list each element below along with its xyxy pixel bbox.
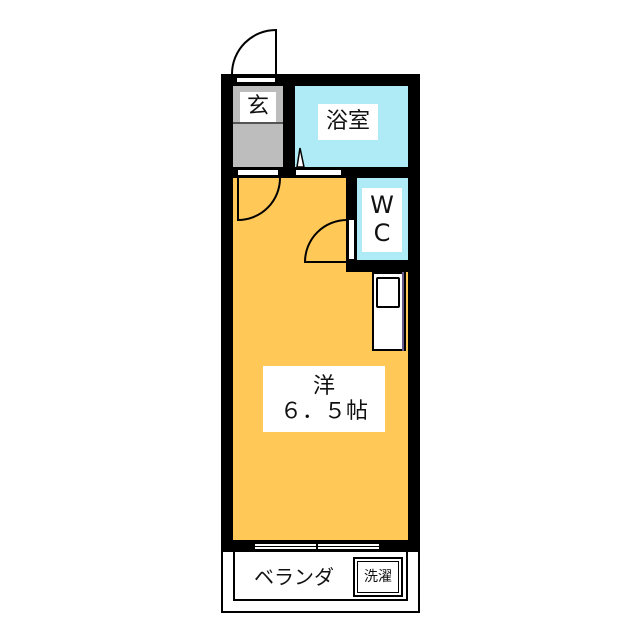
wall-entrance-bath [283,86,295,178]
western-room-size: ６．５帖 [279,399,368,424]
outer-wall-right [408,74,420,552]
entrance-step-line [233,122,283,124]
kitchen-edge-line [402,272,404,351]
bath-door-opening [295,169,342,176]
kitchen-sink-icon [376,277,400,308]
balcony-label: ベランダ [254,564,334,589]
room-door-opening [237,169,279,176]
entrance-door-opening [236,77,276,83]
window-mullion [316,540,318,552]
wc-label-line2: C [373,219,391,247]
bath-door-icon [296,147,305,168]
bathroom-label: 浴室 [318,104,378,140]
balcony-railing [233,552,408,601]
outer-wall-bottom [221,540,420,552]
wc-wall-bottom [346,260,420,272]
wc-door-opening [348,219,355,260]
outer-wall-left [221,74,233,552]
wc-label: W C [362,188,402,252]
room-door-swing-icon [237,176,281,222]
entrance-door-swing-icon [231,28,277,75]
wc-label-line1: W [370,191,394,220]
western-room-label: 洋 ６．５帖 [263,366,385,432]
entrance-label: 玄 [240,92,276,122]
western-room-type: 洋 [312,373,335,399]
wc-door-swing-icon [303,219,348,263]
washer-space-label: 洗濯 [357,561,399,593]
